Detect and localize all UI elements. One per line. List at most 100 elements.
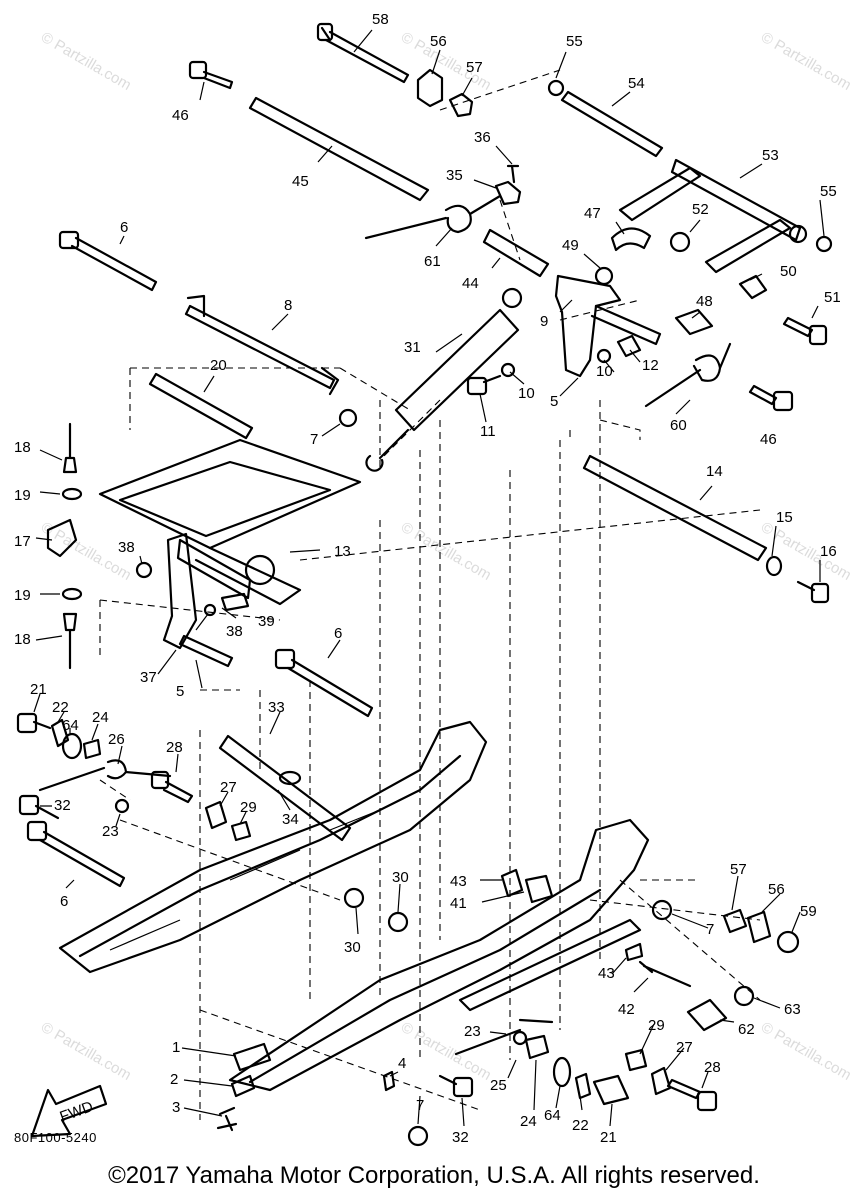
shaft-44-icon: [482, 228, 550, 278]
watermark: © Partzilla.com: [38, 29, 134, 94]
pin-18-icon: [62, 612, 78, 670]
bolt-32-icon: [18, 794, 60, 820]
callout-43: 43: [598, 965, 615, 982]
callout-9: 9: [540, 313, 548, 330]
callout-21: 21: [600, 1129, 617, 1146]
callout-38: 38: [226, 623, 243, 640]
parts: [16, 22, 833, 1147]
slide-rail-left-icon: [58, 720, 488, 974]
callout-30: 30: [344, 939, 361, 956]
washer-19-icon: [61, 587, 83, 601]
shaft-14-icon: [582, 454, 768, 562]
callout-5: 5: [550, 393, 558, 410]
bracket-27-icon: [650, 1066, 672, 1096]
callout-13: 13: [334, 543, 351, 560]
callout-38: 38: [118, 539, 135, 556]
callout-47: 47: [584, 205, 601, 222]
callout-14: 14: [706, 463, 723, 480]
callout-57: 57: [730, 861, 747, 878]
washer-10-icon: [500, 362, 516, 378]
callout-18: 18: [14, 631, 31, 648]
callout-6: 6: [334, 625, 342, 642]
bracket-17-icon: [46, 518, 78, 558]
collar-29-icon: [624, 1048, 648, 1072]
callout-24: 24: [520, 1113, 537, 1130]
callout-22: 22: [572, 1117, 589, 1134]
callout-20: 20: [210, 357, 227, 374]
shaft-45-icon: [248, 96, 430, 202]
bracket-9-icon: [554, 274, 662, 378]
bracket-56-icon: [416, 68, 444, 108]
callout-3: 3: [172, 1099, 180, 1116]
washer-38-icon: [203, 603, 217, 617]
bracket-43-icon: [624, 942, 644, 962]
pin-36-icon: [506, 164, 520, 184]
callout-29: 29: [240, 799, 257, 816]
collar-50-icon: [738, 274, 768, 300]
watermark: © Partzilla.com: [758, 29, 854, 94]
callout-56: 56: [430, 33, 447, 50]
spring-25-icon: [454, 1018, 554, 1056]
callout-2: 2: [170, 1071, 178, 1088]
bolt-46-icon: [188, 60, 234, 90]
callout-55: 55: [566, 33, 583, 50]
callout-27: 27: [676, 1039, 693, 1056]
collar-24-icon: [524, 1034, 550, 1060]
collar-49-icon: [594, 266, 614, 286]
callout-41: 41: [450, 895, 467, 912]
callout-56: 56: [768, 881, 785, 898]
callout-46: 46: [760, 431, 777, 448]
spring-61-icon: [364, 194, 502, 240]
callout-26: 26: [108, 731, 125, 748]
callout-10: 10: [518, 385, 535, 402]
block-41-icon: [524, 874, 554, 904]
shaft-8-icon: [184, 294, 340, 396]
spring-60-icon: [644, 342, 732, 408]
callout-53: 53: [762, 147, 779, 164]
callout-29: 29: [648, 1017, 665, 1034]
collar-24-icon: [82, 738, 102, 760]
nut-63-icon: [733, 985, 755, 1007]
shaft-33-icon: [218, 734, 352, 842]
nut-7-icon: [407, 1125, 429, 1147]
callout-57: 57: [466, 59, 483, 76]
callout-43: 43: [450, 873, 467, 890]
callout-16: 16: [820, 543, 837, 560]
plate-64-icon: [61, 732, 83, 760]
copyright-notice: ©2017 Yamaha Motor Corporation, U.S.A. A…: [108, 1162, 760, 1189]
nut-52-icon: [669, 231, 691, 253]
nut-59-icon: [776, 930, 800, 954]
leader-lines: [33, 29, 825, 1127]
callout-4: 4: [398, 1055, 406, 1072]
callout-34: 34: [282, 811, 299, 828]
callout-23: 23: [102, 823, 119, 840]
forward-arrow-icon: FWD: [30, 1084, 108, 1138]
bolt-28-icon: [150, 770, 194, 804]
callout-54: 54: [628, 75, 645, 92]
nut-55-icon: [547, 79, 565, 97]
bolt-6-icon: [274, 648, 374, 718]
nut-30-icon: [387, 911, 409, 933]
callout-60: 60: [670, 417, 687, 434]
callout-51: 51: [824, 289, 841, 306]
bracket-56-icon: [746, 910, 772, 944]
callout-7: 7: [416, 1097, 424, 1114]
plate-22-icon: [574, 1072, 592, 1100]
bracket-43-icon: [500, 868, 524, 898]
callout-55: 55: [820, 183, 837, 200]
callout-61: 61: [424, 253, 441, 270]
callout-11: 11: [480, 423, 496, 440]
callout-42: 42: [618, 1001, 635, 1018]
callout-15: 15: [776, 509, 793, 526]
link-37-icon: [162, 532, 198, 650]
callout-32: 32: [54, 797, 71, 814]
bolt-6-icon: [58, 230, 158, 292]
callout-50: 50: [780, 263, 797, 280]
bolt-39-icon: [220, 592, 250, 612]
callout-30: 30: [392, 869, 409, 886]
callout-8: 8: [284, 297, 292, 314]
plate-2-icon: [230, 1074, 256, 1098]
bolt-21-icon: [16, 712, 52, 734]
callout-23: 23: [464, 1023, 481, 1040]
callout-46: 46: [172, 107, 189, 124]
